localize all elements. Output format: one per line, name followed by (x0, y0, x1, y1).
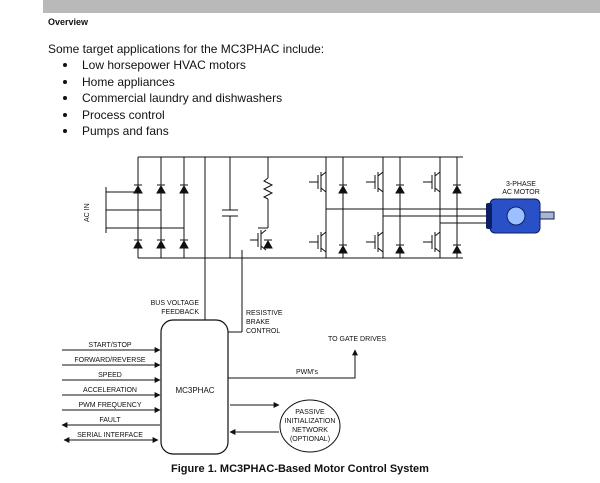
bus-voltage-label-1: BUS VOLTAGE (151, 300, 200, 307)
signal-label: ACCELERATION (83, 387, 137, 394)
intro-text: Some target applications for the MC3PHAC… (48, 42, 325, 56)
controller-block (160, 319, 229, 455)
diodes (133, 184, 462, 254)
passive-label: (OPTIONAL) (290, 436, 330, 443)
passive-label: NETWORK (292, 427, 328, 434)
brake-label-3: CONTROL (246, 328, 280, 335)
gate-drives-label: TO GATE DRIVES (328, 336, 386, 343)
signal-label: FAULT (99, 417, 121, 424)
motor-label-2: AC MOTOR (502, 189, 540, 196)
bus-voltage-label-2: FEEDBACK (161, 309, 199, 316)
signal-label: START/STOP (88, 342, 132, 349)
motor-icon (486, 198, 555, 234)
passive-network (229, 399, 341, 453)
ac-in-label: AC IN (84, 203, 91, 222)
signal-label: PWM FREQUENCY (79, 402, 142, 409)
igbt-switches (250, 171, 441, 253)
signal-labels: START/STOP FORWARD/REVERSE SPEED ACCELER… (74, 342, 146, 439)
passive-label: PASSIVE (295, 409, 325, 416)
brake-label-2: BRAKE (246, 319, 270, 326)
signal-label: SERIAL INTERFACE (77, 432, 143, 439)
signal-label: SPEED (98, 372, 122, 379)
brake-label-1: RESISTIVE (246, 310, 283, 317)
signal-lines (61, 347, 161, 443)
list-item: Process control (62, 107, 282, 124)
power-stage (105, 156, 490, 300)
motor-label-1: 3-PHASE (506, 181, 536, 188)
controller-label: MC3PHAC (175, 386, 214, 395)
passive-label: INITIALIZATION (285, 418, 336, 425)
section-heading: Overview (48, 17, 89, 27)
figure-caption: Figure 1. MC3PHAC-Based Motor Control Sy… (171, 463, 429, 475)
header-bar (43, 0, 600, 13)
list-item: Low horsepower HVAC motors (62, 57, 282, 74)
applications-list: Low horsepower HVAC motors Home applianc… (62, 57, 282, 140)
list-item: Pumps and fans (62, 123, 282, 140)
list-item: Home appliances (62, 74, 282, 91)
list-item: Commercial laundry and dishwashers (62, 90, 282, 107)
passive-labels: PASSIVE INITIALIZATION NETWORK (OPTIONAL… (285, 409, 336, 443)
pwms-label: PWM's (296, 369, 318, 376)
feedback-lines (204, 300, 358, 379)
signal-label: FORWARD/REVERSE (74, 357, 146, 364)
